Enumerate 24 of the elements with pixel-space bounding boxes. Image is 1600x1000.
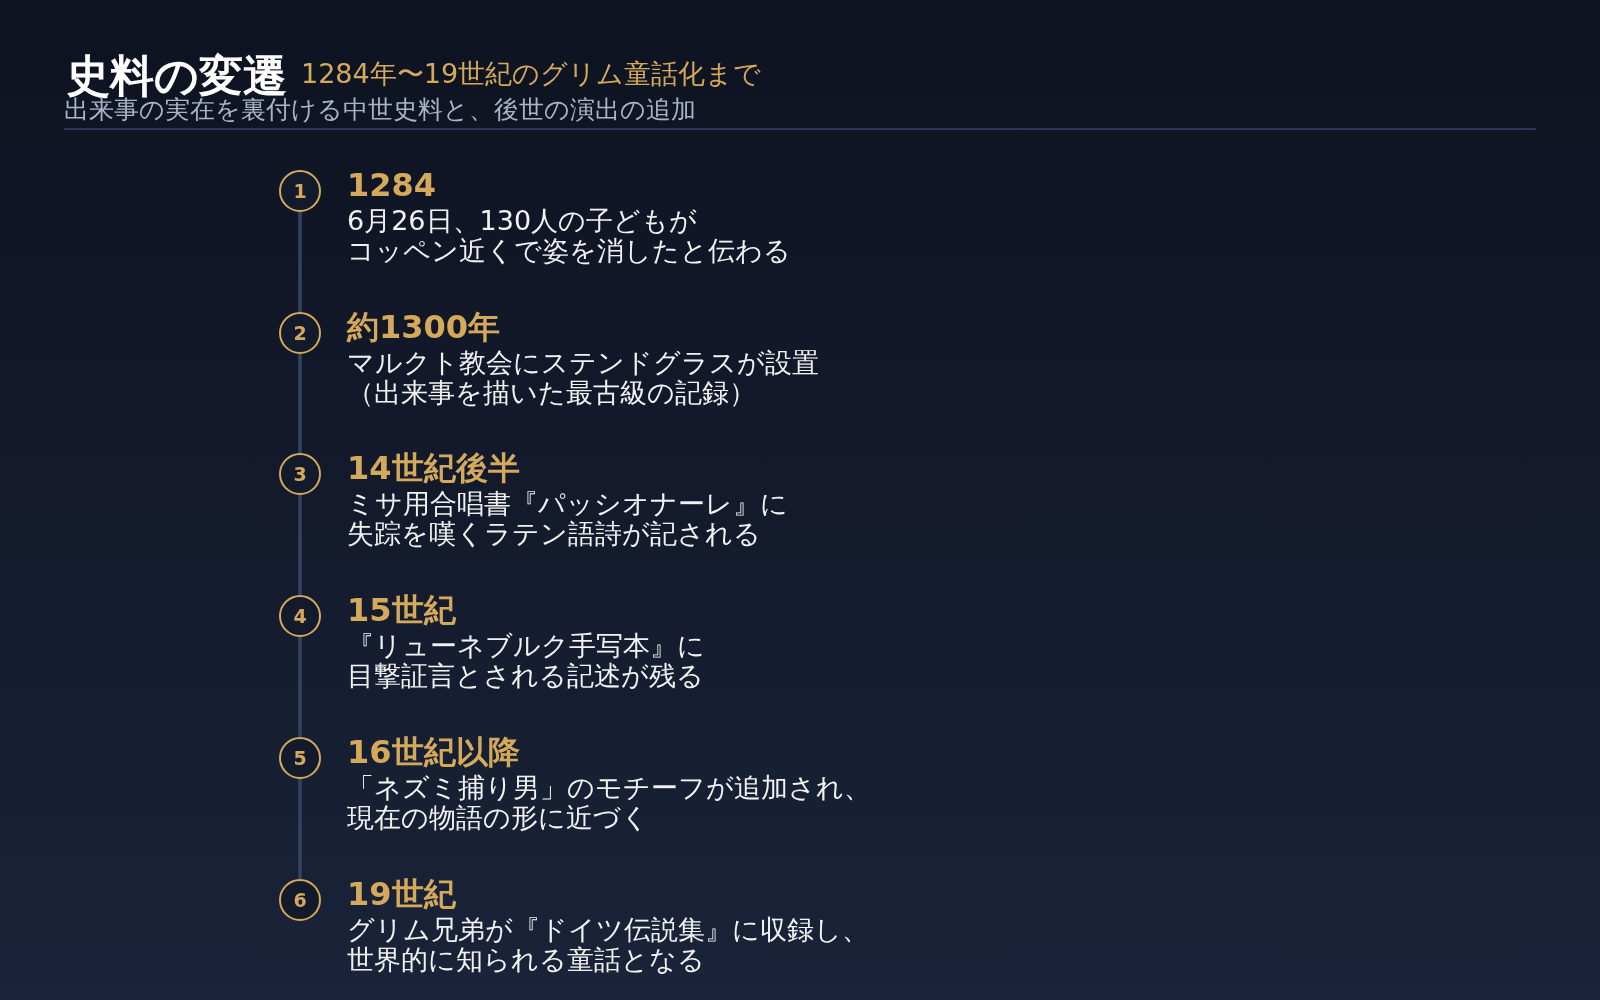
date-heading: 16世紀以降 bbox=[347, 733, 520, 771]
subtitle: 1284年〜19世紀のグリム童話化まで bbox=[301, 58, 762, 90]
numbered-circle: 2 bbox=[279, 312, 321, 354]
event-description: マルクト教会にステンドグラスが設置（出来事を描いた最古級の記録） bbox=[347, 348, 819, 408]
numbered-circle: 5 bbox=[279, 737, 321, 779]
event-description: グリム兄弟が『ドイツ伝説集』に収録し、世界的に知られる童話となる bbox=[347, 915, 869, 975]
timeline-line bbox=[298, 637, 302, 737]
date-heading: 1284 bbox=[347, 166, 437, 204]
numbered-circle: 6 bbox=[279, 879, 321, 921]
timeline-line bbox=[298, 779, 302, 879]
date-heading: 約1300年 bbox=[347, 308, 501, 346]
date-heading: 14世紀後半 bbox=[347, 449, 520, 487]
timeline-line bbox=[298, 354, 302, 453]
numbered-circle: 3 bbox=[279, 453, 321, 495]
numbered-circle: 4 bbox=[279, 595, 321, 637]
timeline-line bbox=[298, 212, 302, 312]
event-description: 『リューネブルク手写本』に目撃証言とされる記述が残る bbox=[347, 631, 705, 691]
date-heading: 19世紀 bbox=[347, 875, 456, 913]
numbered-circle: 1 bbox=[279, 170, 321, 212]
event-description: 「ネズミ捕り男」のモチーフが追加され、現在の物語の形に近づく bbox=[347, 773, 871, 833]
event-description: ミサ用合唱書『パッシオナーレ』に失踪を嘆くラテン語詩が記される bbox=[347, 489, 788, 549]
timeline-line bbox=[298, 495, 302, 595]
date-heading: 15世紀 bbox=[347, 591, 456, 629]
event-description: 6月26日、130人の子どもがコッペン近くで姿を消したと伝わる bbox=[347, 206, 791, 266]
